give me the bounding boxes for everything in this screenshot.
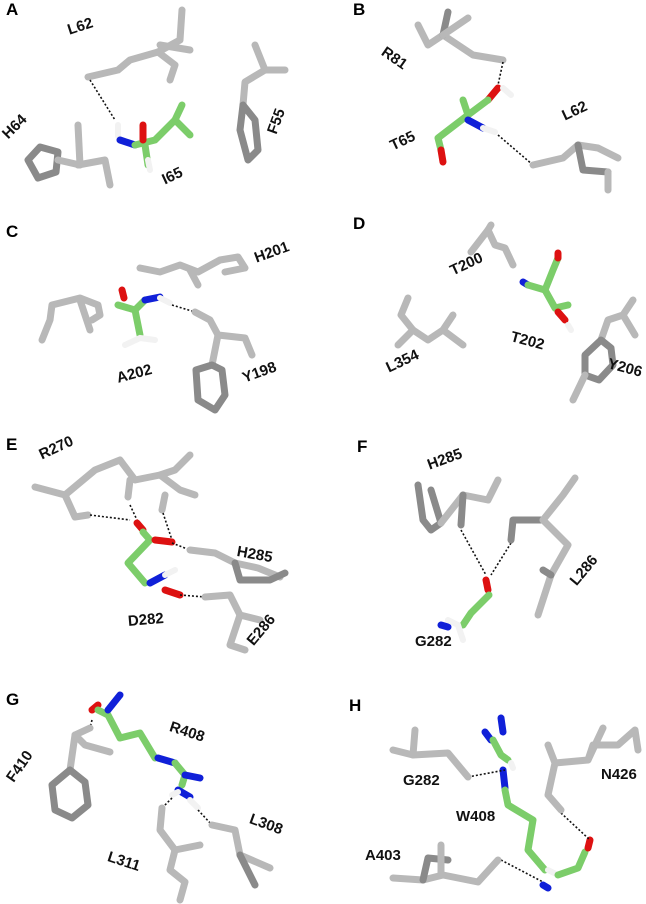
panel-label: H bbox=[349, 696, 362, 715]
molecule-c-structure bbox=[38, 253, 256, 414]
molecule-b-structure bbox=[414, 8, 622, 194]
residue-label: A403 bbox=[365, 847, 401, 864]
panel-e: E R270 H285 E286 D282 bbox=[0, 433, 323, 661]
molecule-e-structure bbox=[31, 451, 289, 654]
molecule-g-structure bbox=[48, 691, 274, 904]
panel-label: G bbox=[6, 690, 20, 709]
ligand-label: W408 bbox=[456, 808, 496, 825]
panel-h: H G282 N426 A403 W408 bbox=[323, 660, 646, 892]
panel-b: B R81 L62 T65 bbox=[323, 0, 646, 226]
panel-g: G F410 L308 L311 R408 bbox=[0, 660, 323, 904]
panel-d: D T200 L354 Y206 T202 bbox=[323, 214, 646, 446]
molecule-h-structure bbox=[389, 714, 642, 892]
panel-label: C bbox=[6, 222, 19, 241]
ligand-label: D282 bbox=[127, 609, 165, 630]
panel-label: B bbox=[353, 0, 366, 19]
panel-label: D bbox=[353, 214, 366, 233]
residue-label: N426 bbox=[601, 766, 637, 783]
panel-a: A L62 H64 F55 I65 bbox=[0, 0, 323, 226]
ligand-label: G282 bbox=[415, 633, 452, 650]
panel-c: C H201 Y198 A202 bbox=[0, 220, 323, 446]
molecule-a-structure bbox=[24, 6, 289, 189]
panel-label: F bbox=[357, 437, 368, 456]
residue-label: G282 bbox=[403, 772, 440, 789]
panel-label: A bbox=[6, 0, 19, 19]
panel-label: E bbox=[6, 435, 18, 454]
molecule-d-structure bbox=[394, 221, 639, 404]
molecule-f-structure bbox=[414, 474, 579, 643]
panel-f: F H285 L286 G282 bbox=[323, 435, 646, 661]
